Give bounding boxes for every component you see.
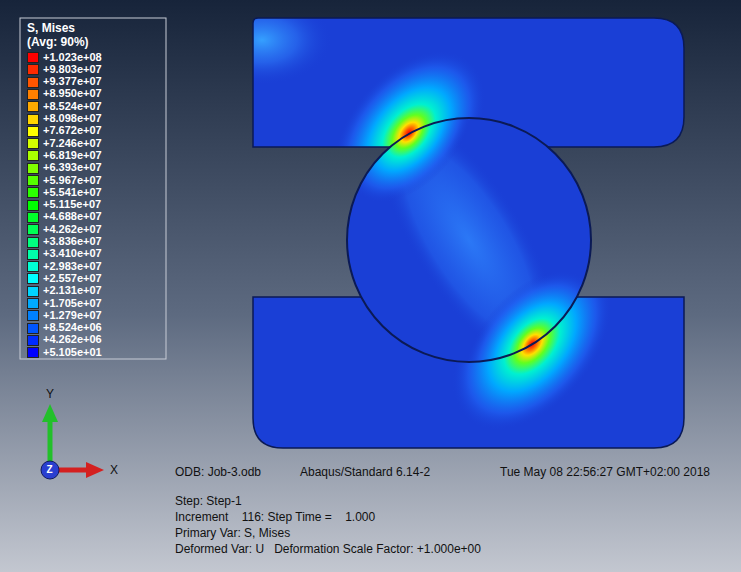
legend-swatch — [27, 310, 39, 321]
legend-swatch — [27, 347, 39, 358]
legend-value: +4.262e+07 — [43, 224, 102, 235]
legend-title: S, Mises — [27, 22, 75, 34]
axis-label: Z — [47, 465, 53, 475]
legend-value: +4.688e+07 — [43, 211, 102, 222]
legend-swatch — [27, 212, 39, 223]
legend-swatch — [27, 323, 39, 334]
legend-swatch — [27, 187, 39, 198]
legend-value: +5.105e+01 — [43, 347, 102, 358]
legend-value: +8.098e+07 — [43, 113, 102, 124]
legend-value: +4.262e+06 — [43, 334, 102, 345]
legend-swatch — [27, 298, 39, 309]
info-text: Primary Var: S, Mises — [175, 527, 290, 539]
legend-value: +3.410e+07 — [43, 248, 102, 259]
info-text: Increment 116: Step Time = 1.000 — [175, 511, 375, 523]
legend-value: +1.279e+07 — [43, 310, 102, 321]
axis-triad — [41, 404, 104, 479]
legend-value: +3.836e+07 — [43, 236, 102, 247]
legend-value: +7.246e+07 — [43, 138, 102, 149]
legend-swatch — [27, 114, 39, 125]
info-text: Tue May 08 22:56:27 GMT+02:00 2018 — [500, 466, 710, 478]
roller-circle — [319, 40, 626, 443]
legend-value: +5.967e+07 — [43, 175, 102, 186]
legend-swatch — [27, 335, 39, 346]
legend-swatch — [27, 224, 39, 235]
info-text: Abaqus/Standard 6.14-2 — [300, 466, 430, 478]
legend-value: +8.524e+06 — [43, 322, 102, 333]
legend-value: +5.541e+07 — [43, 187, 102, 198]
legend-value: +8.950e+07 — [43, 88, 102, 99]
legend-value: +9.803e+07 — [43, 64, 102, 75]
legend-swatch — [27, 286, 39, 297]
legend-value: +2.131e+07 — [43, 285, 102, 296]
legend-swatch — [27, 200, 39, 211]
legend-swatch — [27, 150, 39, 161]
legend-swatch — [27, 64, 39, 75]
legend-value: +8.524e+07 — [43, 101, 102, 112]
legend-swatch — [27, 77, 39, 88]
legend-frame — [20, 18, 166, 359]
legend-swatch — [27, 52, 39, 63]
legend-subtitle: (Avg: 90%) — [27, 36, 89, 48]
legend-swatch — [27, 175, 39, 186]
info-text: ODB: Job-3.odb — [175, 466, 261, 478]
legend-swatch — [27, 237, 39, 248]
legend-value: +2.557e+07 — [43, 273, 102, 284]
legend-value: +7.672e+07 — [43, 125, 102, 136]
legend-swatch — [27, 126, 39, 137]
legend-swatch — [27, 261, 39, 272]
legend-swatch — [27, 138, 39, 149]
legend-value: +5.115e+07 — [43, 199, 101, 210]
legend-swatch — [27, 273, 39, 284]
legend-value: +2.983e+07 — [43, 261, 102, 272]
info-text: Step: Step-1 — [175, 495, 242, 507]
legend-swatch — [27, 249, 39, 260]
legend-swatch — [27, 89, 39, 100]
legend-value: +1.023e+08 — [43, 52, 102, 63]
axis-label: Y — [46, 388, 54, 400]
legend-value: +6.393e+07 — [43, 162, 102, 173]
legend-value: +9.377e+07 — [43, 76, 102, 87]
legend-value: +1.705e+07 — [43, 298, 102, 309]
legend-swatch — [27, 163, 39, 174]
info-text: Deformed Var: U Deformation Scale Factor… — [175, 543, 481, 555]
axis-label: X — [110, 464, 118, 476]
legend-value: +6.819e+07 — [43, 150, 102, 161]
legend-swatch — [27, 101, 39, 112]
